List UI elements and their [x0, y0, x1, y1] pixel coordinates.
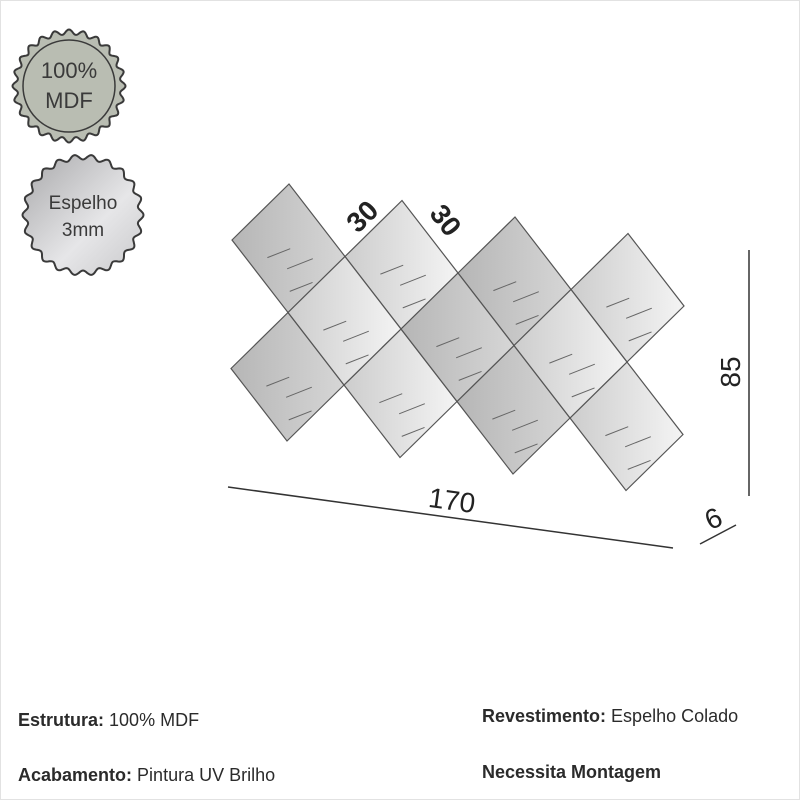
- reflection-line: [455, 347, 482, 359]
- reflection-line: [493, 281, 517, 292]
- reflection-line: [380, 264, 404, 275]
- width-dimension-line: [227, 486, 674, 549]
- spec-structure-value: 100% MDF: [109, 710, 200, 730]
- reflection-line: [624, 436, 651, 448]
- reflection-line: [379, 393, 403, 404]
- spec-coating: Revestimento: Espelho Colado: [482, 706, 738, 727]
- spec-finish-value: Pintura UV Brilho: [137, 765, 276, 785]
- reflection-line: [267, 248, 291, 259]
- reflection-line: [323, 320, 347, 331]
- reflection-line: [606, 297, 630, 308]
- reflection-line: [285, 386, 312, 398]
- reflection-line: [436, 337, 460, 348]
- spec-finish: Acabamento: Pintura UV Brilho: [18, 765, 275, 786]
- spec-structure: Estrutura: 100% MDF: [18, 710, 199, 731]
- reflection-line: [568, 363, 595, 375]
- reflection-line: [511, 419, 538, 431]
- height-dimension-label: 85: [715, 356, 746, 387]
- spec-coating-label: Revestimento:: [482, 706, 607, 726]
- mirror-tile: [513, 288, 628, 419]
- reflection-line: [288, 410, 312, 421]
- reflection-line: [549, 353, 573, 364]
- reflection-line: [628, 331, 652, 342]
- spec-assembly-label: Necessita Montagem: [482, 762, 662, 782]
- reflection-line: [571, 387, 595, 398]
- reflection-line: [286, 258, 313, 270]
- seal-shape-icon: [11, 28, 127, 144]
- depth-dimension-label: 6: [700, 501, 727, 536]
- mirror-seal-badge: Espelho 3mm: [21, 154, 145, 276]
- spec-finish-label: Acabamento:: [18, 765, 133, 785]
- reflection-line: [398, 403, 425, 415]
- reflection-line: [289, 281, 313, 292]
- reflection-line: [401, 426, 425, 437]
- reflection-line: [605, 426, 629, 437]
- reflection-line: [345, 354, 369, 365]
- mdf-badge-line2: MDF: [45, 88, 93, 113]
- spec-coating-value: Espelho Colado: [611, 706, 739, 726]
- width-dimension-label: 170: [427, 482, 477, 519]
- tile-side-label-b: 30: [424, 198, 468, 242]
- mdf-seal-badge: 100% MDF: [11, 28, 127, 144]
- reflection-line: [625, 307, 652, 319]
- reflection-line: [514, 443, 538, 454]
- reflection-line: [458, 370, 482, 381]
- reflection-line: [402, 298, 426, 309]
- spec-structure-label: Estrutura:: [18, 710, 105, 730]
- spec-assembly: Necessita Montagem: [482, 762, 661, 783]
- mirror-tiles: [230, 183, 685, 492]
- mdf-badge-line1: 100%: [41, 58, 97, 83]
- seal-shape-icon: [21, 154, 145, 276]
- reflection-line: [627, 459, 651, 470]
- mirror-badge-line2: 3mm: [62, 220, 104, 241]
- reflection-line: [515, 314, 539, 325]
- reflection-line: [342, 330, 369, 342]
- mirror-badge-line1: Espelho: [49, 193, 118, 214]
- depth-dimension-line: [699, 524, 737, 545]
- reflection-line: [512, 291, 539, 303]
- reflection-line: [492, 409, 516, 420]
- reflection-line: [399, 274, 426, 286]
- reflection-line: [266, 376, 290, 387]
